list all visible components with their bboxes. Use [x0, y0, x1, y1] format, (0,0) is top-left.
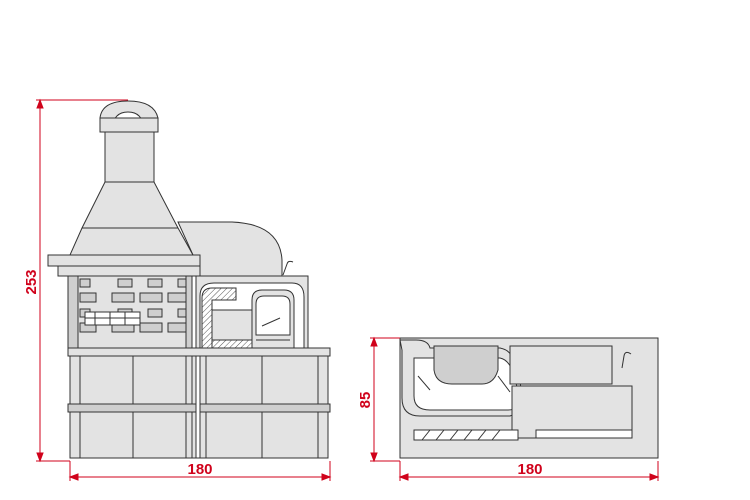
- chimney-cap: [99, 100, 159, 133]
- side-height-label: 85: [357, 392, 374, 409]
- front-width-label: 180: [187, 461, 212, 478]
- side-oven-section: [511, 385, 633, 439]
- hood-base-ledge: [57, 265, 201, 277]
- chimney-flue: [104, 131, 155, 183]
- side-firebox-inner: [433, 345, 499, 385]
- oven-wall-hatch: [211, 339, 255, 349]
- grill-firebox: [67, 275, 193, 349]
- front-view: [47, 100, 331, 459]
- side-width-label: 180: [517, 461, 542, 478]
- side-view: [399, 337, 659, 459]
- side-height-dimension: [370, 336, 400, 463]
- oven-insulation: [201, 287, 237, 349]
- base-cabinet: [67, 347, 331, 459]
- front-height-dimension: [36, 98, 128, 463]
- firebox-pillar-left: [67, 275, 79, 349]
- side-grill-grate: [413, 429, 519, 441]
- oven-section: [195, 275, 309, 351]
- hood: [69, 181, 194, 256]
- oven-door: [251, 289, 295, 351]
- front-width-dimension: [68, 461, 332, 481]
- front-height-label: 253: [23, 269, 40, 294]
- side-oven-handle: [621, 351, 632, 369]
- hood-base-slab: [47, 254, 201, 267]
- side-width-dimension: [398, 461, 660, 481]
- grill-grate: [84, 311, 141, 326]
- side-oven-body: [509, 345, 613, 385]
- oven-handle: [282, 260, 294, 276]
- firebox-pillar-right: [185, 275, 193, 349]
